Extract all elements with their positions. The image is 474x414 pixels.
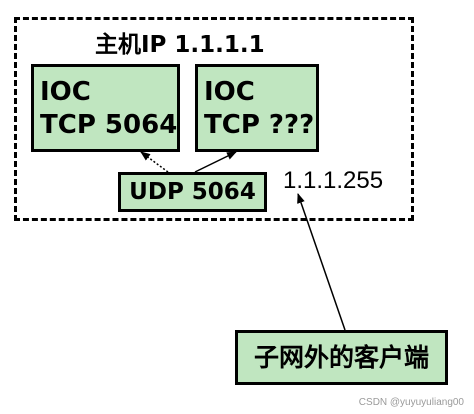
udp-to-left-ioc-dotted-arrow <box>140 151 169 173</box>
udp-5064-box: UDP 5064 <box>118 172 267 212</box>
ioc-right-name: IOC <box>204 77 255 107</box>
ioc-left-name: IOC <box>40 77 91 107</box>
udp-to-right-ioc-arrow <box>194 151 237 173</box>
watermark: CSDN @yuyuyuliang00 <box>358 397 464 408</box>
host-title: 主机IP 1.1.1.1 <box>95 32 265 58</box>
ioc-box-tcp-5064: IOC TCP 5064 <box>31 64 180 152</box>
client-to-broadcast-arrow <box>297 193 346 331</box>
broadcast-address-label: 1.1.1.255 <box>283 167 384 194</box>
ioc-box-tcp-unknown: IOC TCP ??? <box>195 64 319 152</box>
host-boundary <box>14 17 414 221</box>
external-client-box: 子网外的客户端 <box>235 330 448 385</box>
ioc-right-port: TCP ??? <box>204 110 315 140</box>
ioc-left-port: TCP 5064 <box>40 110 178 140</box>
